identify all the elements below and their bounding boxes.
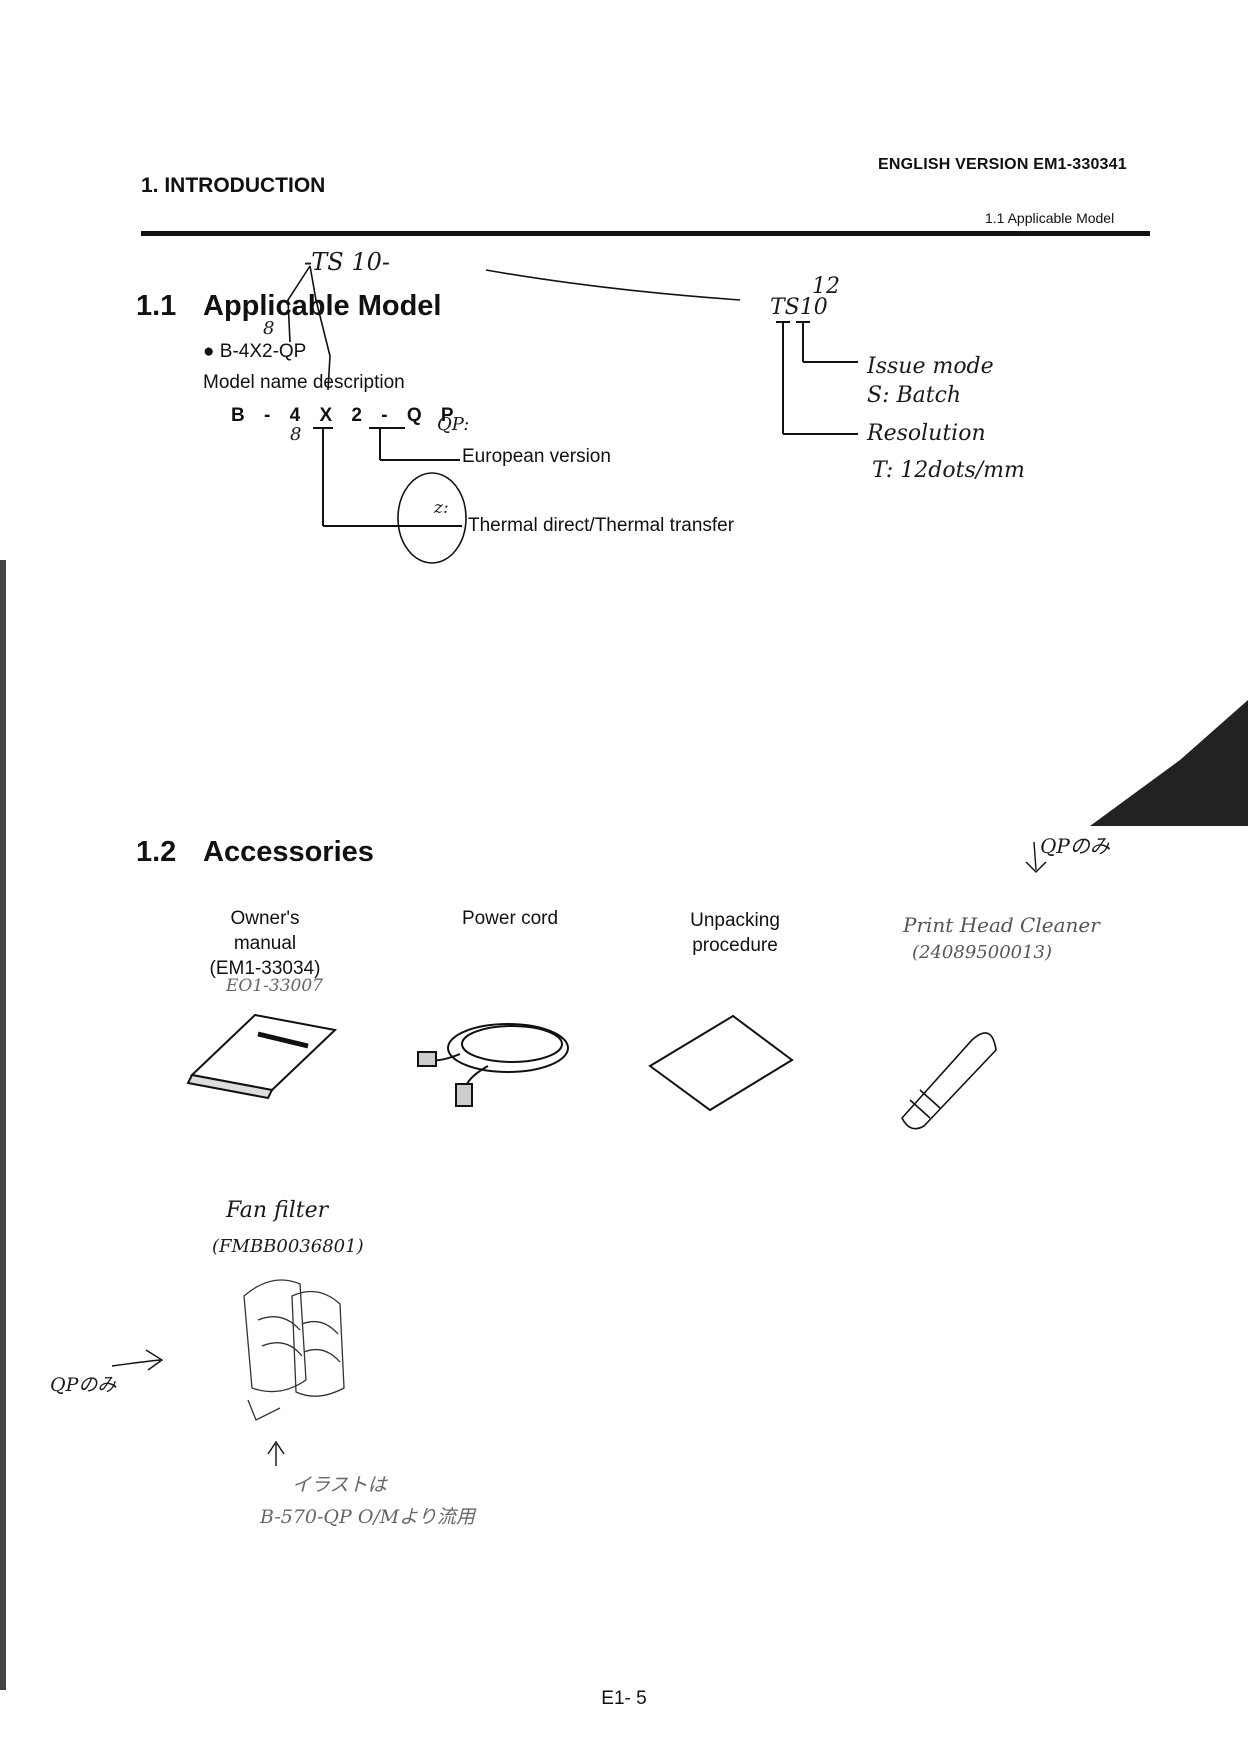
page-number: E1- 5	[601, 1688, 647, 1709]
accessory-power-cord-label: Power cord	[440, 906, 580, 931]
thermal-description-label: Thermal direct/Thermal transfer	[468, 515, 735, 536]
fan-filter-sketch-icon	[243, 1279, 345, 1421]
handwritten-print-head-cleaner: Print Head Cleaner	[903, 913, 1100, 937]
handwritten-illust-note-1: イラストは	[292, 1474, 387, 1496]
handwritten-arrows	[287, 265, 741, 391]
model-code-brackets	[313, 427, 462, 527]
bullet-dot: ●	[203, 341, 215, 362]
handwritten-eight-a: 8	[263, 318, 275, 339]
handwritten-fan-filter: Fan filter	[226, 1198, 329, 1223]
section-number: 1.1	[136, 290, 177, 322]
label-line: Owner's	[230, 908, 300, 929]
handwritten-cleaner-part: (24089500013)	[912, 942, 1053, 963]
european-version-label: European version	[462, 446, 611, 467]
chapter-heading: 1. INTRODUCTION	[141, 174, 326, 197]
version-label: ENGLISH VERSION EM1-330341	[878, 156, 1127, 173]
handwritten-eight-b: 8	[290, 424, 302, 445]
handwritten-qp-only-left: QPのみ	[50, 1374, 117, 1396]
scan-edge-left	[0, 560, 6, 1690]
handwritten-ts-top: -TS 10-	[304, 248, 390, 276]
handwritten-illust-note-2: B-570-QP O/Mより流用	[260, 1506, 475, 1528]
label-line: Power cord	[461, 908, 559, 929]
handwritten-qp-note: QP:	[437, 414, 470, 435]
section-1-1-heading: 1.1 Applicable Model	[136, 290, 441, 323]
manual-icon	[186, 1013, 338, 1100]
section-title: Applicable Model	[203, 290, 442, 322]
ts-bracket-tree	[776, 321, 858, 435]
label-line: (EM1-33034)	[209, 958, 321, 979]
handwritten-issue-mode: Issue mode	[867, 354, 994, 379]
header-rule	[141, 231, 1150, 236]
handwritten-batch: S: Batch	[867, 383, 962, 408]
sheet-icon	[648, 1014, 794, 1112]
handwritten-resolution: Resolution	[867, 421, 986, 446]
accessory-owners-manual-label: Owner's manual (EM1-33034)	[190, 906, 340, 981]
power-cord-icon	[417, 1023, 569, 1107]
handwritten-qp-only-right: QPのみ	[1040, 834, 1110, 858]
handwritten-fan-part: (FMBB0036801)	[212, 1236, 364, 1257]
label-line: manual	[233, 933, 297, 954]
section-number: 1.2	[136, 836, 177, 868]
cleaner-pen-icon	[901, 1032, 997, 1130]
subsection-label: 1.1 Applicable Model	[985, 210, 1115, 226]
section-1-2-heading: 1.2 Accessories	[136, 836, 374, 869]
handwritten-owners-alt: EO1-33007	[226, 976, 323, 996]
label-line: Unpacking	[690, 910, 780, 931]
model-code: B - 4 X 2 - Q P	[231, 405, 461, 426]
label-line: procedure	[692, 935, 778, 956]
model-description-label: Model name description	[203, 372, 405, 393]
handwritten-twelve: 12	[812, 274, 840, 299]
handwritten-circle	[397, 472, 467, 564]
handwritten-z-note: z:	[434, 498, 449, 518]
bullet-model-text: B-4X2-QP	[219, 341, 307, 362]
handwritten-dots: T: 12dots/mm	[872, 458, 1025, 483]
scan-shadow-right	[1090, 700, 1248, 826]
handwritten-arrow-left	[111, 1349, 164, 1371]
handwritten-ts-right: TS10	[770, 295, 828, 320]
handwritten-arrow-up	[267, 1440, 285, 1466]
section-title: Accessories	[203, 836, 374, 868]
handwritten-arrow-right	[1025, 841, 1047, 873]
accessory-unpacking-label: Unpacking procedure	[660, 908, 810, 958]
model-bullet: ● B-4X2-QP	[203, 341, 306, 363]
